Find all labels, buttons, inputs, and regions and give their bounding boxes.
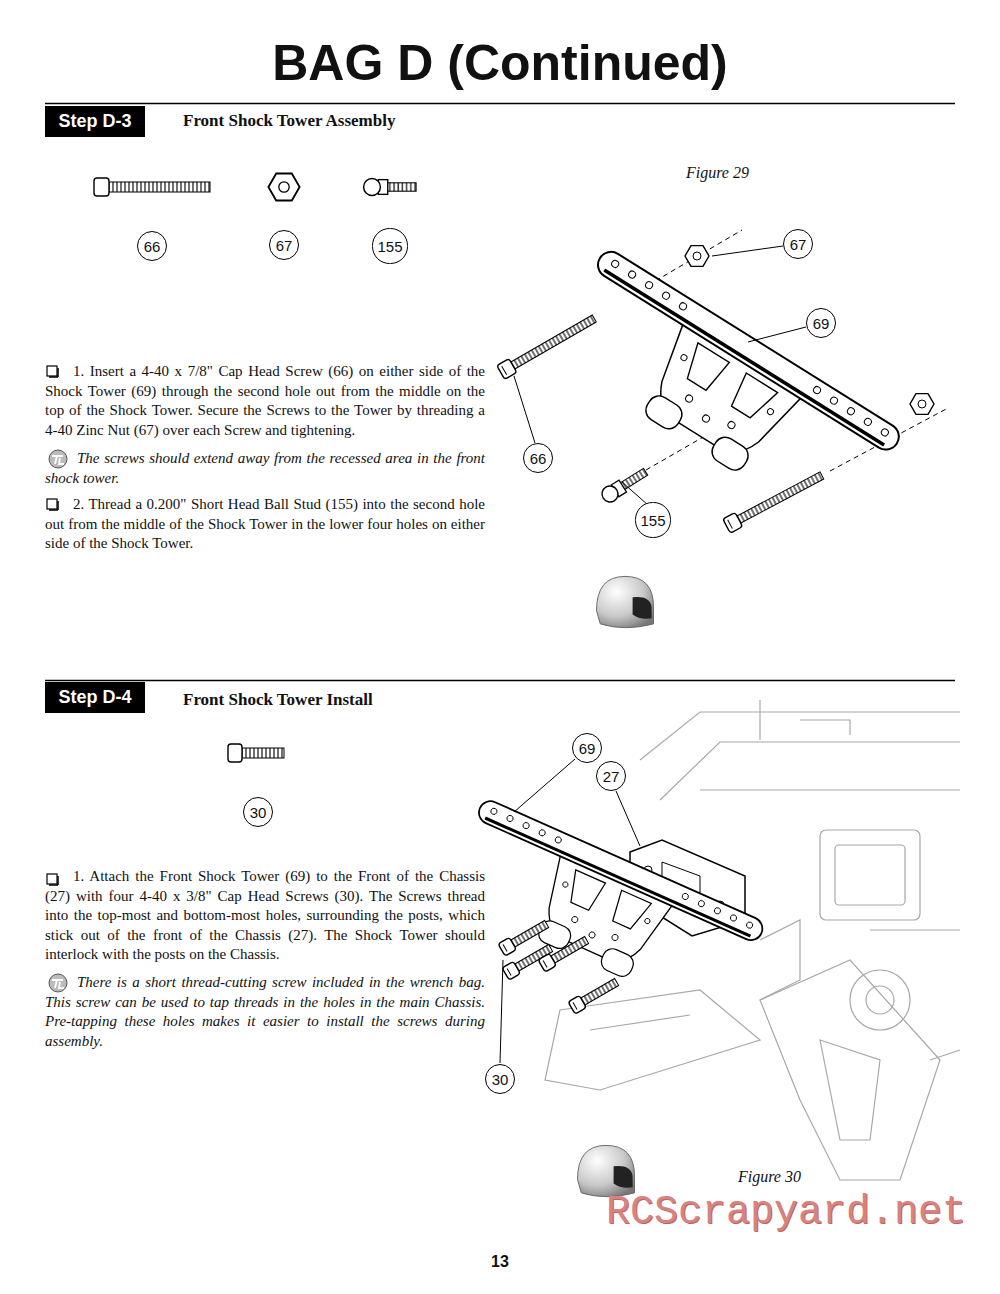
callout-number: 67 xyxy=(783,229,813,259)
callout-text: 30 xyxy=(492,1071,509,1088)
callout-number: 155 xyxy=(635,502,670,537)
callout-text: 155 xyxy=(377,238,402,255)
callout-text: 67 xyxy=(790,236,807,253)
callout-number: 66 xyxy=(523,443,553,473)
callout-number: 30 xyxy=(243,797,273,827)
callout-text: 27 xyxy=(603,768,620,785)
step-heading: Front Shock Tower Assembly xyxy=(183,111,395,131)
callout-number: 30 xyxy=(485,1064,515,1094)
watermark: RCScrapyard.net xyxy=(606,1190,966,1235)
callout-text: 69 xyxy=(813,315,830,332)
callout-number: 67 xyxy=(269,230,299,260)
callout-number: 69 xyxy=(806,308,836,338)
callout-text: 66 xyxy=(530,450,547,467)
figure-caption: Figure 29 xyxy=(684,164,751,182)
callout-text: 69 xyxy=(579,740,596,757)
callout-text: 66 xyxy=(144,238,161,255)
step-heading: Front Shock Tower Install xyxy=(183,690,373,710)
callout-number: 155 xyxy=(372,228,407,263)
step-label: Step D-4 xyxy=(58,687,131,708)
instruction-text: 1. Insert a 4-40 x 7/8" Cap Head Screw (… xyxy=(45,362,485,440)
callout-number: 66 xyxy=(137,231,167,261)
note-text: The screws should extend away from the r… xyxy=(45,449,485,488)
note-text: There is a short thread-cutting screw in… xyxy=(45,973,485,1051)
figure-caption: Figure 30 xyxy=(736,1168,803,1186)
callout-text: 30 xyxy=(250,804,267,821)
step-label: Step D-3 xyxy=(58,111,131,132)
step-badge: Step D-3 xyxy=(45,106,145,137)
instruction-text: 1. Attach the Front Shock Tower (69) to … xyxy=(45,867,485,965)
page-title: BAG D (Continued) xyxy=(272,34,727,92)
callout-text: 67 xyxy=(276,237,293,254)
callout-number: 69 xyxy=(572,733,602,763)
step-badge: Step D-4 xyxy=(45,682,145,713)
callout-text: 155 xyxy=(640,512,665,529)
callout-number: 27 xyxy=(596,761,626,791)
page-number: 13 xyxy=(491,1253,509,1271)
instruction-text: 2. Thread a 0.200" Short Head Ball Stud … xyxy=(45,495,485,554)
